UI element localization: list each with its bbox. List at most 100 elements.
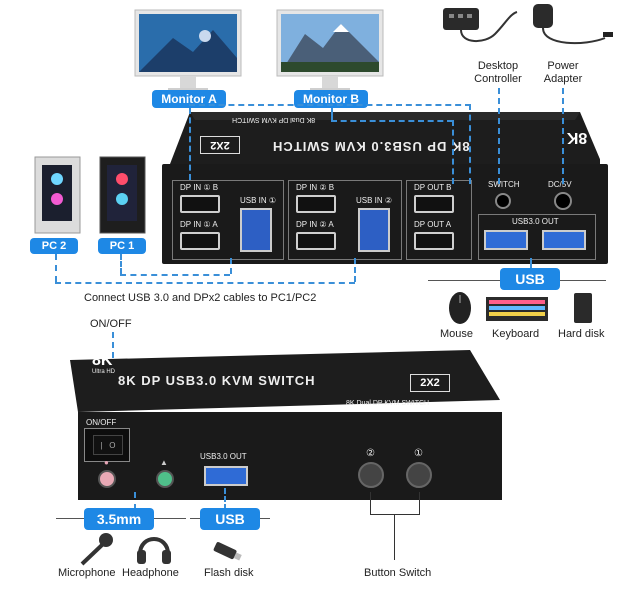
monitor-b-label: Monitor B bbox=[294, 90, 368, 108]
hard-disk-label: Hard disk bbox=[558, 328, 605, 340]
usb30-out-port-2[interactable] bbox=[542, 230, 586, 250]
desktop-controller-label: Desktop Controller bbox=[474, 60, 522, 85]
section-dp-out bbox=[406, 180, 472, 260]
kvm-switch-rear-top bbox=[170, 112, 602, 164]
usb-in-2-port[interactable] bbox=[358, 208, 390, 252]
cable-usb-out bbox=[530, 258, 532, 268]
switch-label: SWITCH bbox=[488, 180, 520, 189]
dp-in-2b-port[interactable] bbox=[296, 195, 336, 213]
usb30-out-port-front[interactable] bbox=[204, 466, 248, 486]
dp-out-a-label: DP OUT A bbox=[414, 220, 452, 229]
usb30-out-label-bottom: USB3.0 OUT bbox=[200, 452, 247, 461]
headphone-label: Headphone bbox=[122, 567, 179, 579]
mouse-label: Mouse bbox=[440, 328, 474, 340]
bottom-device-badge: 2X2 bbox=[410, 374, 450, 392]
dp-out-a-port[interactable] bbox=[414, 232, 454, 250]
dc-jack[interactable] bbox=[554, 192, 572, 210]
dp-out-b-port[interactable] bbox=[414, 195, 454, 213]
pc1-label: PC 1 bbox=[98, 238, 146, 254]
cable-monitor-b-v2 bbox=[452, 120, 454, 184]
dp-in-2a-label: DP IN ② A bbox=[296, 220, 334, 229]
pc2-label: PC 2 bbox=[30, 238, 78, 254]
cable-monitor-b-h bbox=[331, 120, 453, 122]
power-switch[interactable]: | O bbox=[84, 428, 130, 462]
bottom-logo-8k: 8K bbox=[92, 352, 124, 372]
cable-pc1 bbox=[120, 254, 122, 274]
pc1-image bbox=[95, 155, 150, 235]
onoff-inner-label: ON/OFF bbox=[86, 418, 117, 427]
power-adapter-image bbox=[525, 2, 615, 57]
monitor-b-image bbox=[275, 8, 385, 96]
headphone-icon: ▲ bbox=[160, 458, 168, 467]
monitor-a-label: Monitor A bbox=[152, 90, 226, 108]
microphone-image bbox=[76, 532, 116, 566]
mic-jack[interactable] bbox=[98, 470, 116, 488]
pill-35mm: 3.5mm bbox=[84, 508, 154, 530]
cable-pc2-v bbox=[354, 258, 356, 282]
dp-in-2b-label: DP IN ② B bbox=[296, 183, 335, 192]
headphone-jack[interactable] bbox=[156, 470, 174, 488]
connect-note: Connect USB 3.0 and DPx2 cables to PC1/P… bbox=[84, 292, 317, 304]
kvm-switch-front-top bbox=[70, 350, 500, 412]
button-2-label: ② bbox=[366, 448, 375, 459]
dp-in-1a-port[interactable] bbox=[180, 232, 220, 250]
cable-pc2-h bbox=[55, 282, 355, 284]
dp-in-1b-port[interactable] bbox=[180, 195, 220, 213]
usb-in-1-label: USB IN ① bbox=[240, 196, 277, 205]
top-logo-8k: 8K bbox=[566, 129, 588, 146]
button-leader-v bbox=[394, 514, 395, 560]
cable-pc2 bbox=[55, 254, 57, 282]
cable-monitor-a-v2 bbox=[469, 104, 471, 184]
monitor-a-image bbox=[133, 8, 243, 96]
mic-icon: ● bbox=[104, 458, 109, 467]
dc5v-label: DC/5V bbox=[548, 180, 572, 189]
keyboard-image bbox=[485, 296, 549, 322]
hard-disk-image bbox=[573, 292, 593, 324]
cable-monitor-a-h bbox=[189, 104, 471, 106]
dp-in-1b-label: DP IN ① B bbox=[180, 183, 219, 192]
dp-in-2a-port[interactable] bbox=[296, 232, 336, 250]
pill-usb-bottom: USB bbox=[200, 508, 260, 530]
audio-leader bbox=[134, 492, 136, 510]
kvm-switch-front-panel bbox=[78, 412, 502, 500]
bottom-logo-8k-text: 8K bbox=[92, 352, 113, 369]
dp-in-1a-label: DP IN ① A bbox=[180, 220, 218, 229]
usb30-out-label-top: USB3.0 OUT bbox=[512, 217, 559, 226]
bottom-logo-sub: Ultra HD bbox=[92, 369, 116, 375]
cable-pc1-h bbox=[120, 274, 230, 276]
desktop-controller-image bbox=[435, 4, 525, 54]
usb-front-leader bbox=[224, 488, 226, 510]
cable-monitor-a bbox=[189, 108, 471, 180]
cable-pc1-v bbox=[230, 258, 232, 274]
bottom-device-subtitle: 8K Dual DP KVM SWITCH bbox=[346, 400, 430, 407]
button-1[interactable] bbox=[406, 462, 432, 488]
button-2[interactable] bbox=[358, 462, 384, 488]
headphone-image bbox=[134, 530, 174, 566]
usb30-out-port-1[interactable] bbox=[484, 230, 528, 250]
cable-controller bbox=[498, 88, 500, 184]
cable-power bbox=[562, 88, 564, 184]
power-switch-rocker: | O bbox=[93, 435, 123, 455]
switch-jack[interactable] bbox=[495, 193, 511, 209]
usb-pill-top: USB bbox=[500, 268, 560, 290]
section-pc2 bbox=[288, 180, 402, 260]
pc2-image bbox=[30, 155, 85, 235]
dp-out-b-label: DP OUT B bbox=[414, 183, 452, 192]
keyboard-label: Keyboard bbox=[492, 328, 540, 340]
power-adapter-label: Power Adapter bbox=[543, 60, 583, 85]
button-switch-label: Button Switch bbox=[364, 567, 432, 579]
microphone-label: Microphone bbox=[58, 567, 116, 579]
button-leader bbox=[370, 492, 420, 515]
cable-monitor-b-v bbox=[331, 108, 333, 120]
button-1-label: ① bbox=[414, 448, 423, 459]
section-usb-out bbox=[478, 214, 596, 260]
usb-in-2-label: USB IN ② bbox=[356, 196, 393, 205]
bottom-device-title: 8K DP USB3.0 KVM SWITCH bbox=[118, 373, 316, 388]
onoff-outer-label: ON/OFF bbox=[90, 318, 132, 330]
mouse-image bbox=[446, 290, 474, 326]
flash-disk-image bbox=[208, 538, 244, 564]
usb-in-1-port[interactable] bbox=[240, 208, 272, 252]
bottom-device-badge-text: 2X2 bbox=[420, 377, 440, 389]
section-pc1 bbox=[172, 180, 284, 260]
flash-disk-label: Flash disk bbox=[204, 567, 254, 579]
